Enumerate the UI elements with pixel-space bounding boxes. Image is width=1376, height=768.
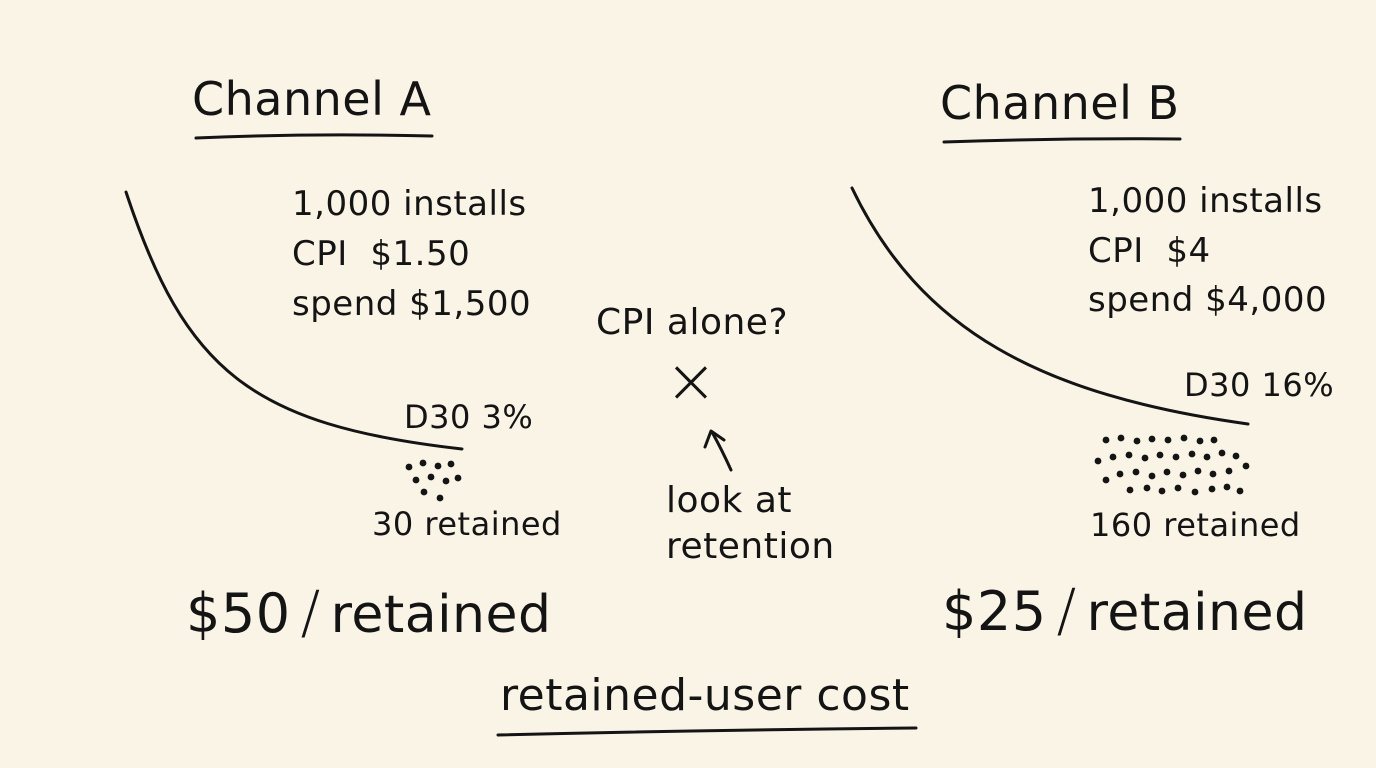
channel-b-cost-unit: retained (1086, 583, 1308, 643)
channel-b-cost-value: $25 (942, 580, 1047, 643)
channel-a-cost-per-retained: $50/retained (186, 578, 552, 646)
channel-a-cost-value: $50 (186, 582, 291, 645)
center-question: CPI alone? (596, 302, 789, 343)
channel-b-installs: 1,000 installs (1088, 181, 1323, 221)
channel-b-cpi: CPI $4 (1088, 231, 1211, 271)
channel-a-cpi: CPI $1.50 (292, 234, 471, 274)
channel-b-d30-label: D30 16% (1184, 366, 1335, 404)
channel-a-installs: 1,000 installs (292, 184, 527, 224)
center-advice-line2: retention (666, 526, 835, 567)
arrow-shaft (710, 430, 733, 472)
channel-b-cost-per-retained: $25/retained (942, 576, 1308, 644)
channel-b-retained-dots (1094, 434, 1250, 496)
channel-b-spend: spend $4,000 (1088, 280, 1328, 320)
footer-label: retained-user cost (500, 670, 910, 721)
channel-a-cost-slash: / (300, 578, 321, 646)
channel-a-cost-unit: retained (330, 585, 552, 645)
channel-a-d30-label: D30 3% (404, 398, 534, 436)
channel-a-title: Channel A (192, 72, 432, 126)
channel-b-retention-curve (850, 186, 1250, 426)
channel-a-retention-curve (124, 190, 464, 451)
channel-b-retained-count: 160 retained (1090, 506, 1301, 544)
arrow-head (703, 429, 726, 449)
cross-icon: × (665, 344, 718, 417)
channel-a-underline (194, 133, 434, 140)
channel-a-retained-dots (405, 459, 462, 502)
center-advice-line1: look at (666, 480, 793, 521)
channel-b-title: Channel B (940, 76, 1180, 130)
channel-a-spend: spend $1,500 (292, 284, 532, 324)
channel-b-cost-slash: / (1056, 576, 1077, 644)
footer-underline (496, 726, 918, 737)
channel-b-underline (942, 137, 1182, 144)
channel-a-retained-count: 30 retained (372, 505, 562, 543)
